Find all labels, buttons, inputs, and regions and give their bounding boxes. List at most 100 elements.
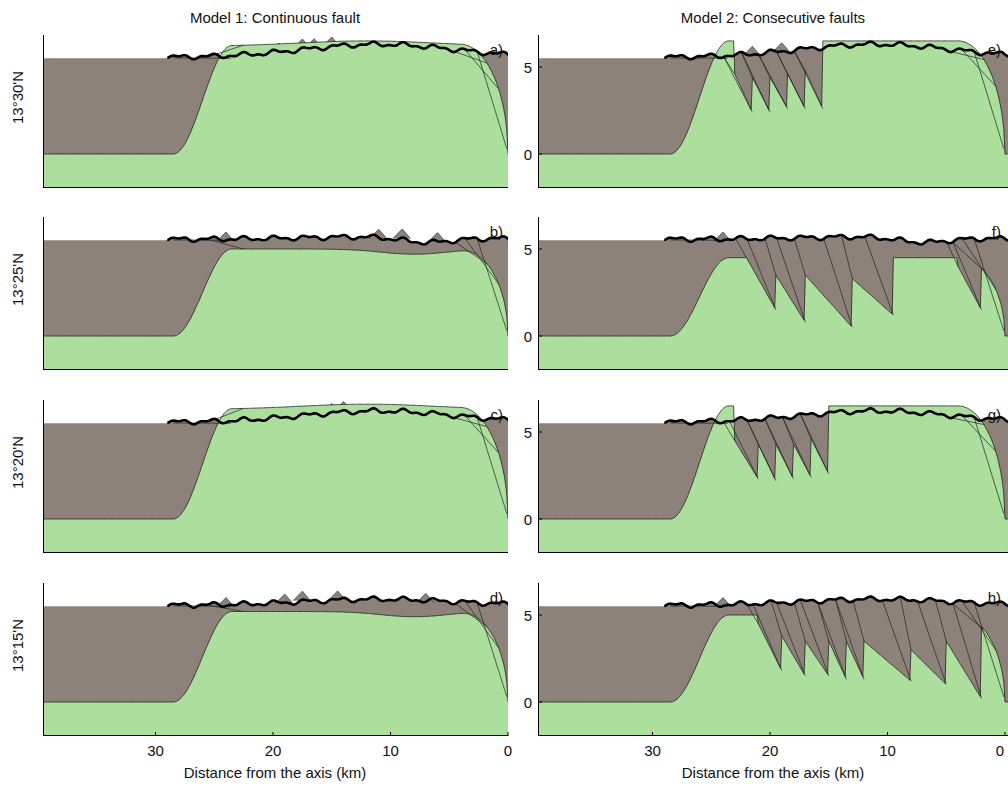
fault-line: [748, 422, 776, 481]
tick-label: 0: [504, 743, 512, 758]
panel-letter: g): [988, 407, 1001, 422]
fault-line: [795, 240, 806, 275]
x-axis: [538, 735, 1008, 736]
tick-label: 10: [382, 743, 399, 758]
mantle-fill: [538, 258, 1008, 370]
bathymetry-line: [167, 597, 508, 608]
fault-line: [477, 604, 506, 697]
fault-line: [936, 601, 947, 641]
fault-line: [801, 414, 812, 438]
tick-label: 20: [265, 743, 282, 758]
fault-line: [742, 53, 753, 77]
x-axis: [43, 735, 508, 736]
fault-line: [953, 243, 984, 271]
fault-line: [777, 53, 805, 109]
mantle-fill: [538, 406, 1008, 553]
tick: [1005, 732, 1006, 736]
fault-line: [777, 604, 805, 676]
panel-letter: a): [490, 42, 503, 57]
fault-line: [456, 243, 487, 264]
fault-line: [918, 603, 946, 685]
latitude-label: 13°30'N: [11, 70, 26, 123]
x-axis: [538, 187, 1008, 188]
fault-line: [795, 52, 806, 71]
fault-line: [974, 240, 1003, 331]
tick-label: 5: [524, 608, 532, 623]
fault-line: [953, 243, 981, 310]
x-axis: [43, 369, 508, 370]
fault-line: [818, 604, 829, 641]
axis-title: Distance from the axis (km): [682, 765, 865, 780]
y-axis: [43, 35, 44, 188]
section-panel: [43, 402, 508, 553]
y-axis: [538, 400, 539, 553]
bathymetry-line: [664, 597, 1008, 608]
column-title: Model 1: Continuous fault: [190, 10, 360, 25]
tick-label: 5: [524, 60, 532, 75]
tick: [538, 249, 542, 250]
fault-line: [730, 422, 758, 479]
mantle-fill: [538, 41, 1008, 188]
fault-line: [842, 236, 853, 279]
section-panel: [43, 591, 508, 736]
mantle-fill: [43, 612, 508, 737]
tick: [538, 154, 542, 155]
tick: [538, 432, 542, 433]
tick-label: 0: [524, 147, 532, 162]
mantle-fill: [43, 41, 508, 188]
fault-line: [748, 606, 759, 624]
tick-label: 5: [524, 425, 532, 440]
fault-line: [953, 604, 984, 629]
tick-label: 30: [644, 743, 661, 758]
y-axis: [538, 583, 539, 736]
crust-fill: [538, 598, 1008, 736]
fault-line: [765, 420, 793, 479]
section-panel: [43, 229, 508, 370]
fault-line: [963, 239, 996, 289]
fault-line: [963, 602, 996, 650]
fault-line: [742, 53, 770, 112]
y-axis: [43, 400, 44, 553]
section-panel: [538, 597, 1008, 736]
fault-line: [477, 240, 506, 331]
panel-letter: d): [490, 590, 503, 605]
fault-line: [801, 414, 829, 473]
y-axis: [43, 217, 44, 370]
tick-label: 0: [524, 329, 532, 344]
mantle-fill: [43, 404, 508, 553]
bathymetry-line: [167, 42, 508, 60]
y-axis: [43, 583, 44, 736]
fault-line: [759, 56, 770, 77]
tick: [390, 732, 391, 736]
bathymetry-line: [664, 408, 1008, 424]
fault-line: [736, 239, 747, 257]
fault-line: [883, 601, 911, 681]
panel-letter: f): [992, 224, 1001, 239]
bathymetry-line: [167, 408, 508, 424]
tick: [273, 732, 274, 736]
fault-line: [724, 58, 735, 74]
fault-line: [974, 604, 1003, 697]
y-axis: [538, 35, 539, 188]
fault-line: [853, 602, 864, 641]
fault-line: [466, 239, 499, 284]
crust-fill: [538, 236, 1008, 370]
column-title: Model 2: Consecutive faults: [681, 10, 865, 25]
fault-line: [771, 601, 782, 635]
bathymetry-line: [167, 235, 508, 245]
tick: [887, 732, 888, 736]
x-axis: [43, 552, 508, 553]
tick-label: 30: [147, 743, 164, 758]
fault-line: [765, 239, 776, 275]
fault-line: [777, 53, 788, 74]
fault-line: [477, 53, 506, 149]
tick-label: 10: [879, 743, 896, 758]
axis-title: Distance from the axis (km): [184, 765, 367, 780]
fault-line: [836, 600, 847, 641]
tick: [538, 519, 542, 520]
fault-line: [748, 422, 759, 445]
tick: [770, 732, 771, 736]
panel-letter: e): [988, 42, 1001, 57]
fault-line: [795, 604, 806, 641]
